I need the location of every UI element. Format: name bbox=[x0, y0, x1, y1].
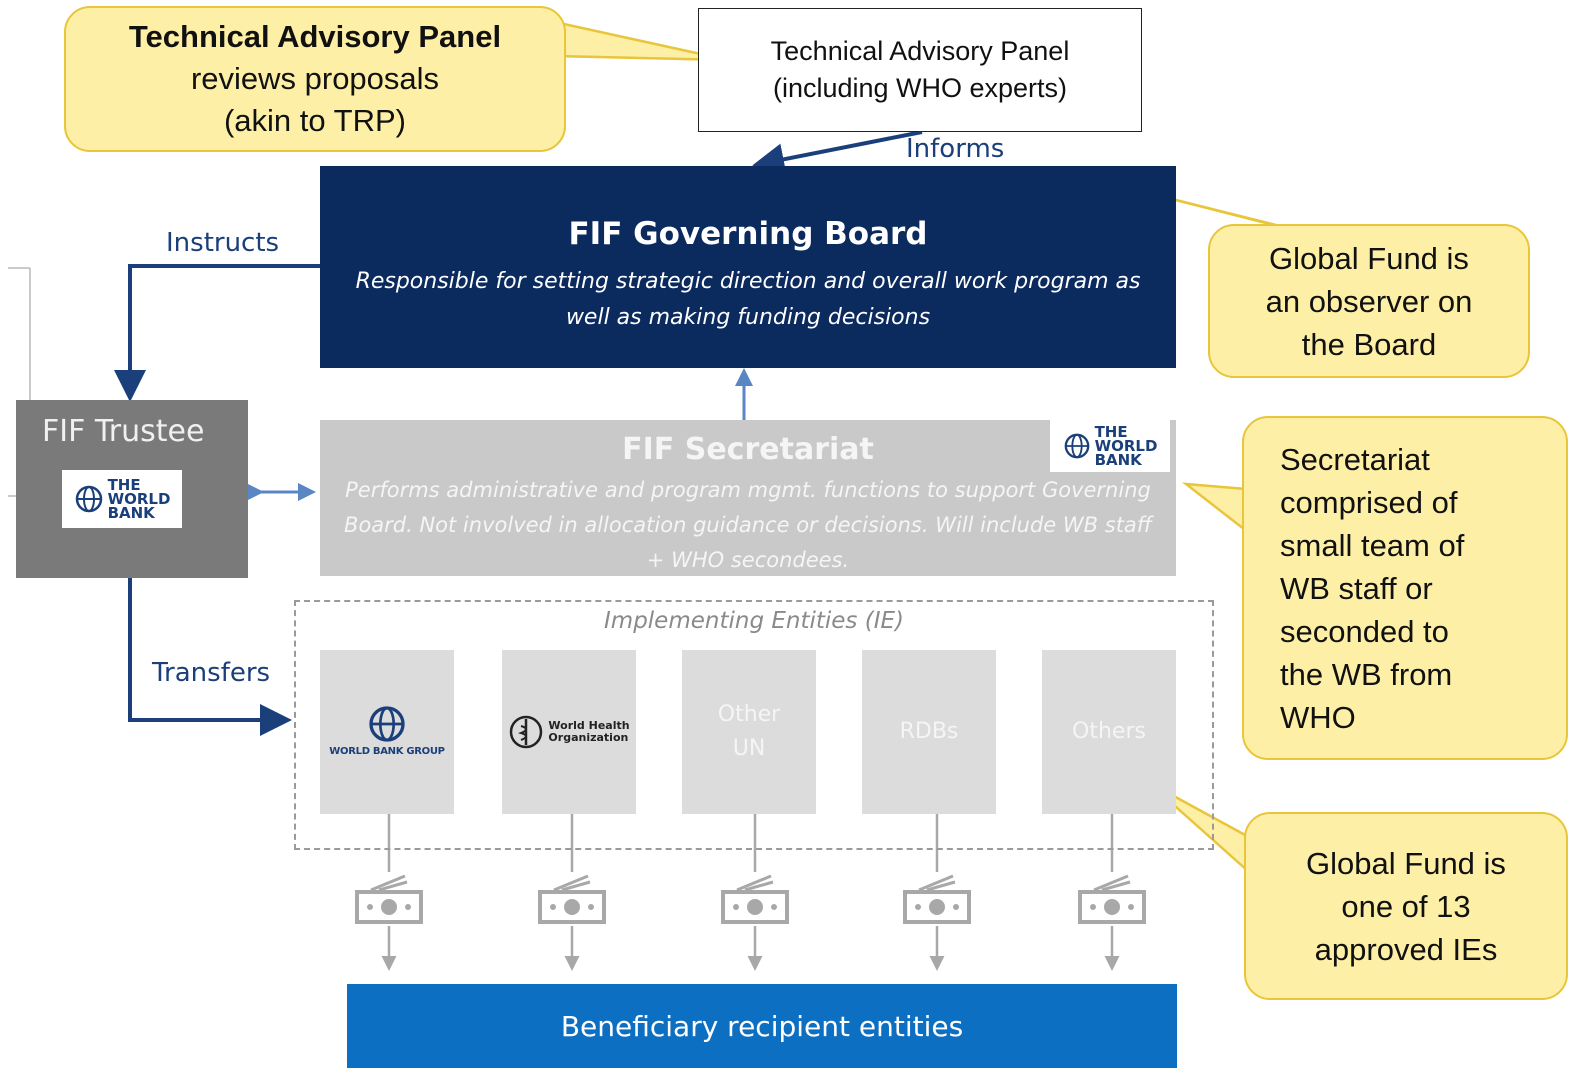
who-line2: Organization bbox=[548, 731, 629, 744]
secretariat-title: FIF Secretariat bbox=[622, 432, 874, 467]
money-icon bbox=[1078, 874, 1146, 924]
sec-callout-line3: small team of bbox=[1280, 527, 1465, 563]
ie-world-bank-group: WORLD BANK GROUP bbox=[320, 650, 454, 814]
tap-box-line1: Technical Advisory Panel bbox=[770, 36, 1070, 66]
money-icon bbox=[538, 874, 606, 924]
globe-icon bbox=[75, 485, 102, 513]
who-emblem-icon bbox=[510, 715, 543, 749]
ie-callout-line3: approved IEs bbox=[1314, 931, 1498, 967]
board-description: Responsible for setting strategic direct… bbox=[355, 269, 1141, 330]
governing-board: FIF Governing Board Responsible for sett… bbox=[320, 166, 1176, 368]
sec-callout-line6: the WB from bbox=[1280, 656, 1453, 692]
globe-icon bbox=[1064, 433, 1089, 459]
sec-callout-line7: WHO bbox=[1280, 699, 1356, 735]
other-un-line2: UN bbox=[732, 736, 766, 761]
secretariat-world-bank-logo: THE WORLD BANK bbox=[1050, 420, 1170, 472]
board-callout: Global Fund is an observer on the Board bbox=[1208, 224, 1530, 378]
money-icon bbox=[721, 874, 789, 924]
fif-secretariat: FIF Secretariat Performs administrative … bbox=[320, 420, 1176, 576]
tap-box-line2: (including WHO experts) bbox=[772, 73, 1068, 103]
board-callout-line2: an observer on bbox=[1265, 283, 1473, 319]
trustee-logo-line2: WORLD bbox=[107, 490, 171, 508]
tap-callout-line1: reviews proposals bbox=[190, 61, 440, 96]
ie-flow-lines bbox=[381, 814, 1120, 971]
instructs-arrow bbox=[114, 264, 320, 402]
money-icon bbox=[903, 874, 971, 924]
ie-callout: Global Fund is one of 13 approved IEs bbox=[1244, 812, 1568, 1000]
rdbs-label: RDBs bbox=[899, 719, 959, 744]
money-icon bbox=[355, 874, 423, 924]
trustee-logo-line3: BANK bbox=[107, 504, 155, 522]
board-title: FIF Governing Board bbox=[568, 216, 928, 252]
transfers-label: Transfers bbox=[152, 658, 271, 688]
trustee-title: FIF Trustee bbox=[42, 414, 205, 449]
sec-logo-line2: WORLD bbox=[1094, 437, 1158, 455]
board-callout-line3: the Board bbox=[1301, 326, 1437, 362]
implementing-entities-title: Implementing Entities (IE) bbox=[604, 608, 904, 634]
transfers-arrow bbox=[128, 578, 292, 736]
ie-others: Others bbox=[1042, 650, 1176, 814]
globe-icon bbox=[369, 706, 405, 742]
trustee-world-bank-logo: THE WORLD BANK bbox=[62, 470, 182, 528]
technical-advisory-panel-box: Technical Advisory Panel (including WHO … bbox=[698, 8, 1142, 132]
other-un-line1: Other bbox=[717, 702, 781, 727]
tap-callout-title: Technical Advisory Panel bbox=[128, 19, 502, 54]
others-label: Others bbox=[1072, 719, 1146, 744]
sec-logo-line1: THE bbox=[1094, 423, 1128, 441]
sec-callout-line2: comprised of bbox=[1280, 484, 1458, 520]
instructs-label: Instructs bbox=[166, 228, 280, 258]
ie-callout-line2: one of 13 bbox=[1341, 888, 1471, 924]
implementing-entities-frame bbox=[294, 600, 1214, 850]
ie-callout-line1: Global Fund is bbox=[1306, 845, 1506, 881]
secretariat-callout: Secretariat comprised of small team of W… bbox=[1242, 416, 1568, 760]
ie-who: World Health Organization bbox=[502, 650, 636, 814]
sec-logo-line3: BANK bbox=[1094, 451, 1142, 469]
board-callout-line1: Global Fund is bbox=[1269, 240, 1469, 276]
ie-rdbs: RDBs bbox=[862, 650, 996, 814]
tap-callout-line2: (akin to TRP) bbox=[223, 103, 407, 138]
sec-callout-line5: seconded to bbox=[1280, 613, 1449, 649]
sec-callout-line4: WB staff or bbox=[1280, 570, 1433, 606]
ie-other-un: Other UN bbox=[682, 650, 816, 814]
wbg-label: WORLD BANK GROUP bbox=[329, 746, 445, 757]
secretariat-description: Performs administrative and program mgmt… bbox=[344, 478, 1152, 572]
informs-label: Informs bbox=[906, 134, 1005, 164]
beneficiary-recipient-entities: Beneficiary recipient entities bbox=[347, 984, 1177, 1068]
beneficiary-label: Beneficiary recipient entities bbox=[560, 1009, 964, 1043]
informs-arrow bbox=[752, 130, 923, 176]
trustee-logo-line1: THE bbox=[107, 476, 141, 494]
who-line1: World Health bbox=[548, 719, 630, 732]
sec-callout-line1: Secretariat bbox=[1280, 441, 1430, 477]
tap-callout: Technical Advisory Panel reviews proposa… bbox=[64, 6, 566, 152]
